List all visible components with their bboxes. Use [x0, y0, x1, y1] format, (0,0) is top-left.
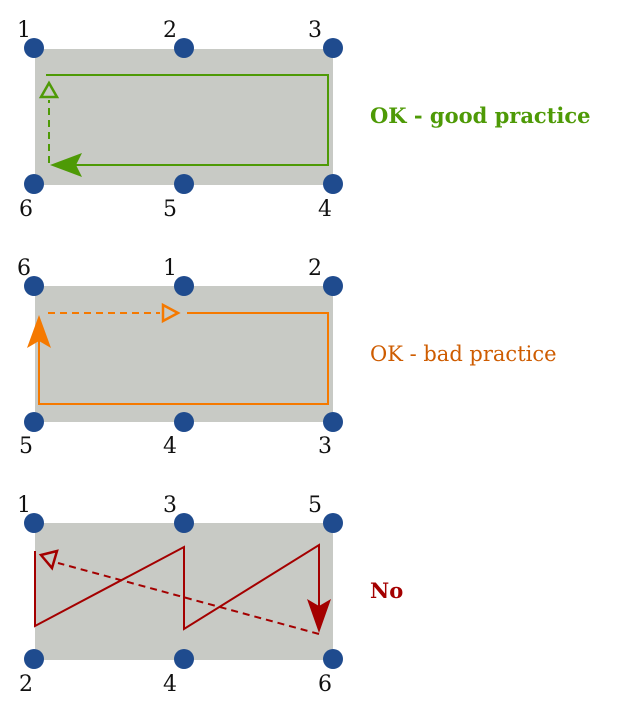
vertex-node: [323, 513, 343, 533]
arrowhead-open: [161, 302, 181, 324]
arrowhead-open: [38, 549, 59, 571]
vertex-label: 1: [17, 493, 31, 518]
path-dashed: [57, 562, 320, 635]
vertex-nodes: [24, 38, 343, 194]
vertex-node: [24, 276, 44, 296]
vertex-node: [174, 649, 194, 669]
vertex-label: 3: [318, 434, 332, 459]
vertex-node: [24, 174, 44, 194]
vertex-label: 4: [318, 197, 332, 222]
vertex-label: 2: [19, 672, 33, 697]
arrowhead-open: [38, 80, 60, 99]
verdict-label: OK - bad practice: [370, 342, 557, 366]
vertex-nodes: [24, 513, 343, 669]
vertex-node: [323, 412, 343, 432]
verdict-label: OK - good practice: [370, 103, 591, 128]
vertex-node: [174, 276, 194, 296]
verdict-label: No: [370, 578, 403, 603]
vertex-label: 4: [163, 672, 177, 697]
path-solid: [38, 312, 329, 405]
arrowhead-filled: [27, 315, 51, 348]
vertex-node: [24, 38, 44, 58]
vertex-node: [323, 276, 343, 296]
vertex-node: [174, 174, 194, 194]
vertex-node: [323, 174, 343, 194]
arrowhead-filled: [50, 153, 82, 177]
vertex-node: [24, 649, 44, 669]
panel-good-practice: 1 2 3 6 5 4 OK - good practice: [17, 18, 591, 222]
vertex-node: [323, 649, 343, 669]
vertex-label: 5: [19, 434, 33, 459]
vertex-label: 6: [318, 672, 332, 697]
vertex-label: 2: [163, 18, 177, 43]
vertex-label: 1: [163, 256, 177, 281]
vertex-node: [24, 412, 44, 432]
panel-bad-practice: 6 1 2 5 4 3 OK - bad practice: [17, 256, 557, 459]
path-solid: [34, 543, 320, 631]
vertex-label: 5: [308, 493, 322, 518]
vertex-node: [24, 513, 44, 533]
vertex-label: 3: [163, 493, 177, 518]
vertex-label: 6: [19, 197, 33, 222]
vertex-label: 4: [163, 434, 177, 459]
vertex-node: [323, 38, 343, 58]
vertex-label: 5: [163, 197, 177, 222]
vertex-node: [174, 513, 194, 533]
vertex-label: 6: [17, 256, 31, 281]
panel-no: 1 3 5 2 4 6 No: [17, 493, 403, 697]
path-solid: [46, 74, 329, 166]
rectangle-shape: [35, 49, 333, 185]
vertex-node: [174, 412, 194, 432]
arrowhead-filled: [307, 599, 331, 633]
rectangle-shape: [35, 286, 333, 422]
vertex-nodes: [24, 276, 343, 432]
vertex-label: 3: [308, 18, 322, 43]
vertex-label: 1: [17, 18, 31, 43]
vertex-label: 2: [308, 256, 322, 281]
vertex-node: [174, 38, 194, 58]
